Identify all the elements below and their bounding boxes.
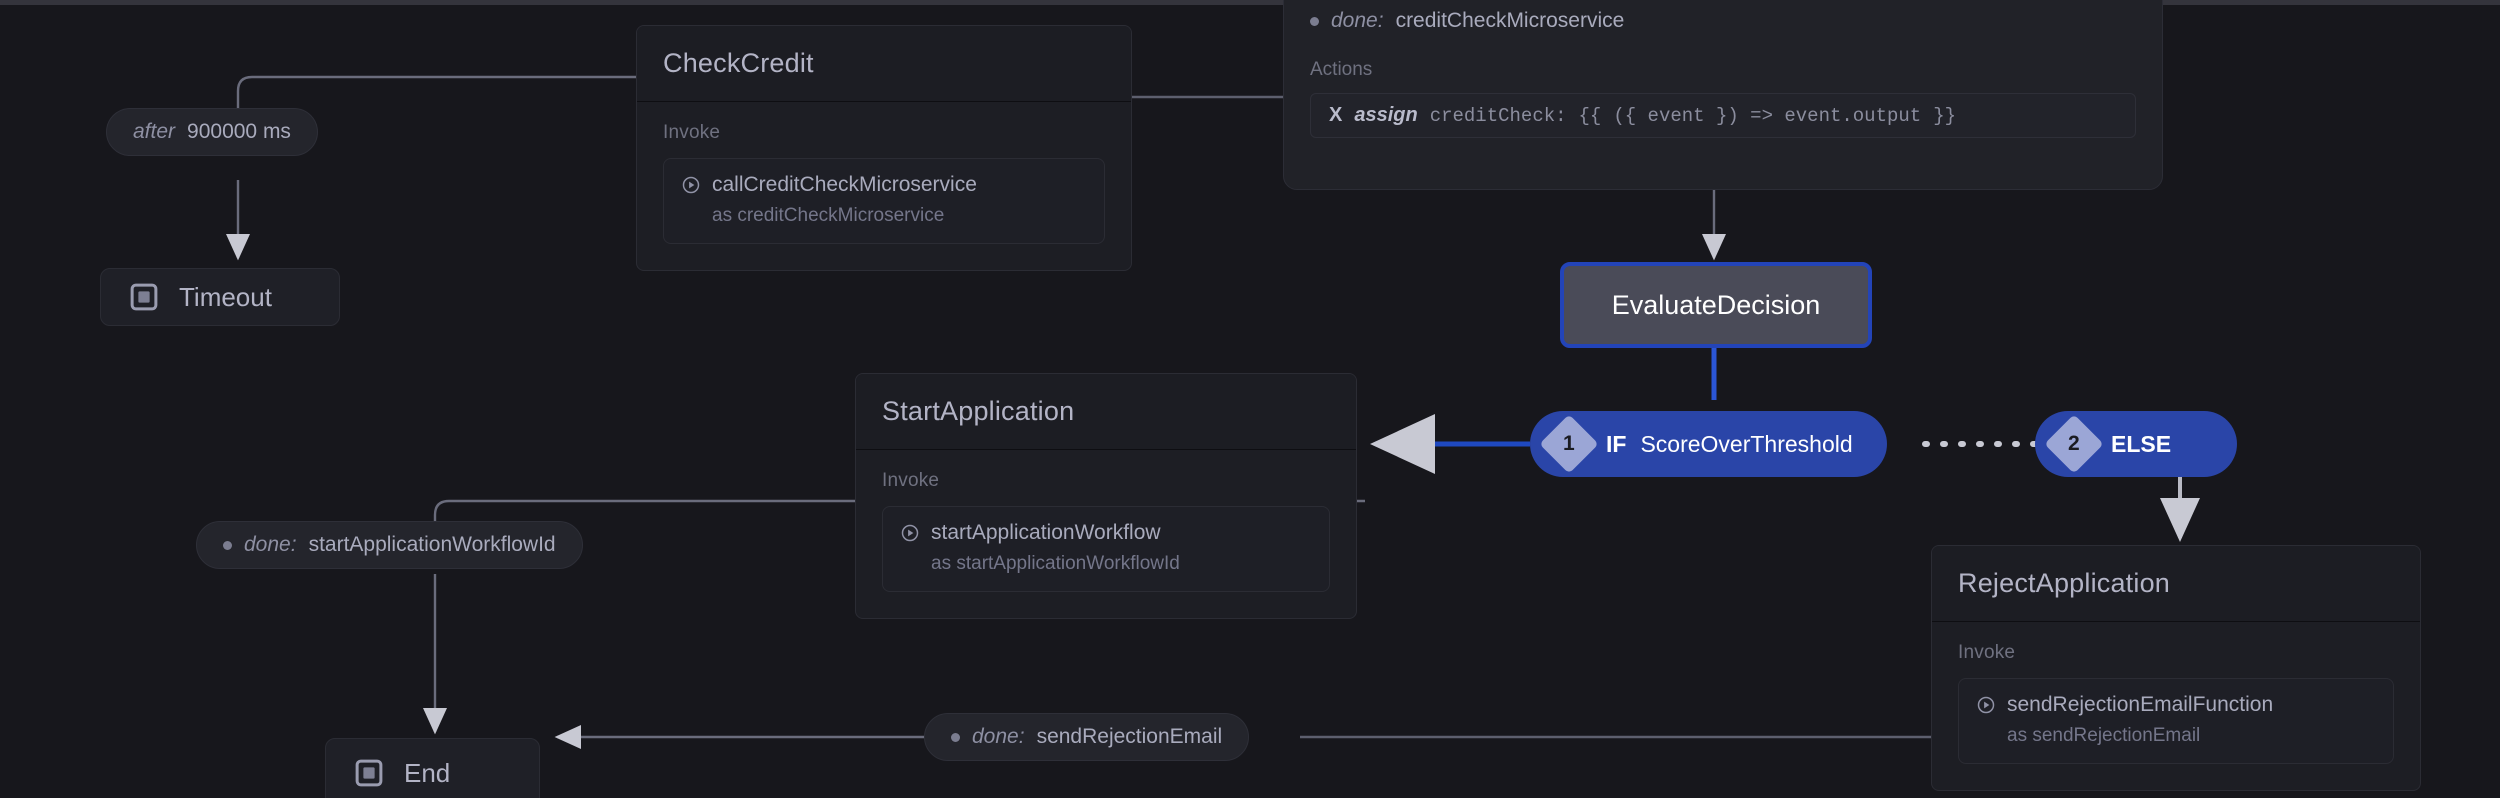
invoke-row: sendRejectionEmailFunction [1977, 693, 2375, 717]
state-body: Invoke sendRejectionEmailFunction as sen… [1932, 622, 2420, 790]
final-state-label: Timeout [179, 281, 272, 312]
top-toolbar-strip [0, 0, 2500, 5]
play-circle-icon [1977, 696, 1995, 714]
action-open-braces: {{ [1578, 105, 1602, 127]
state-title: RejectApplication [1932, 546, 2420, 622]
state-node-rejectapplication[interactable]: RejectApplication Invoke sendRejectionEm… [1931, 545, 2421, 791]
invoke-source: callCreditCheckMicroservice [712, 173, 977, 196]
invoke-label: Invoke [663, 122, 721, 143]
state-node-checkcredit[interactable]: CheckCredit Invoke callCreditCheckMicros… [636, 25, 1132, 271]
event-keyword: done: [1331, 9, 1384, 32]
actions-label: Actions [1310, 59, 1373, 80]
decision-node-evaluatedecision[interactable]: EvaluateDecision [1560, 262, 1872, 348]
invoke-box[interactable]: startApplicationWorkflow as startApplica… [882, 506, 1330, 592]
edge-checkcredit-to-after [236, 75, 636, 108]
invoke-label: Invoke [1958, 642, 2016, 663]
branch-index-number: 2 [2068, 432, 2080, 455]
branch-keyword: IF [1606, 430, 1627, 457]
invoke-alias: as startApplicationWorkflowId [931, 553, 1180, 574]
event-keyword: done: [244, 533, 297, 556]
x-icon: X [1329, 104, 1343, 126]
play-circle-icon [682, 176, 700, 194]
invoke-row: startApplicationWorkflow [901, 521, 1311, 545]
invoke-label: Invoke [882, 470, 940, 491]
invoke-source: sendRejectionEmailFunction [2007, 693, 2274, 716]
invoke-alias: as sendRejectionEmail [2007, 725, 2201, 746]
branch-keyword: ELSE [2111, 430, 2172, 457]
event-done-startapplication[interactable]: done: startApplicationWorkflowId [196, 521, 583, 569]
branch-index-badge: 2 [2044, 414, 2104, 474]
invoke-box[interactable]: sendRejectionEmailFunction as sendReject… [1958, 678, 2394, 764]
event-dot-icon [1310, 16, 1319, 26]
action-close-braces: }} [1933, 105, 1957, 127]
final-state-label: End [404, 757, 451, 788]
action-target: creditCheck: [1429, 105, 1567, 127]
invoke-source: startApplicationWorkflow [931, 521, 1161, 544]
event-done-creditcheck[interactable]: done: creditCheckMicroservice [1284, 0, 2162, 33]
state-title: StartApplication [856, 374, 1356, 450]
final-state-timeout[interactable]: Timeout [100, 268, 340, 326]
event-value: creditCheckMicroservice [1395, 9, 1625, 32]
branch-index-badge: 1 [1539, 414, 1599, 474]
state-title: CheckCredit [637, 26, 1131, 102]
state-node-startapplication[interactable]: StartApplication Invoke startApplication… [855, 373, 1357, 619]
final-state-icon [355, 759, 383, 787]
play-circle-icon [901, 524, 919, 542]
branch-if-scoreoverthreshold[interactable]: 1 IF ScoreOverThreshold [1530, 411, 1887, 477]
invoke-row: callCreditCheckMicroservice [682, 173, 1086, 197]
branch-guard-label: ScoreOverThreshold [1640, 430, 1853, 457]
decision-label: EvaluateDecision [1611, 289, 1821, 320]
final-state-end[interactable]: End [325, 738, 540, 798]
action-keyword: assign [1354, 104, 1418, 126]
invoke-alias: as creditCheckMicroservice [712, 205, 945, 226]
final-state-icon [130, 283, 158, 311]
branch-index-number: 1 [1563, 432, 1575, 455]
event-value: startApplicationWorkflowId [308, 533, 556, 556]
event-value: 900000 ms [187, 120, 291, 143]
event-keyword: done: [972, 725, 1025, 748]
branch-else[interactable]: 2 ELSE [2035, 411, 2238, 477]
event-done-sendrejectionemail[interactable]: done: sendRejectionEmail [924, 713, 1250, 761]
state-body: Invoke callCreditCheckMicroservice as cr… [637, 102, 1131, 270]
event-dot-icon [223, 540, 232, 550]
event-dot-icon [951, 732, 960, 742]
event-after-timeout[interactable]: after 900000 ms [106, 108, 318, 156]
invoke-box[interactable]: callCreditCheckMicroservice as creditChe… [663, 158, 1105, 244]
action-expression: ({ event }) => event.output [1613, 105, 1922, 127]
event-keyword: after [133, 120, 176, 143]
event-value: sendRejectionEmail [1036, 725, 1223, 748]
transition-group-done-creditcheck[interactable]: done: creditCheckMicroservice Actions X … [1283, 0, 2163, 190]
state-body: Invoke startApplicationWorkflow as start… [856, 450, 1356, 618]
action-assign[interactable]: X assign creditCheck: {{ ({ event }) => … [1310, 93, 2136, 138]
